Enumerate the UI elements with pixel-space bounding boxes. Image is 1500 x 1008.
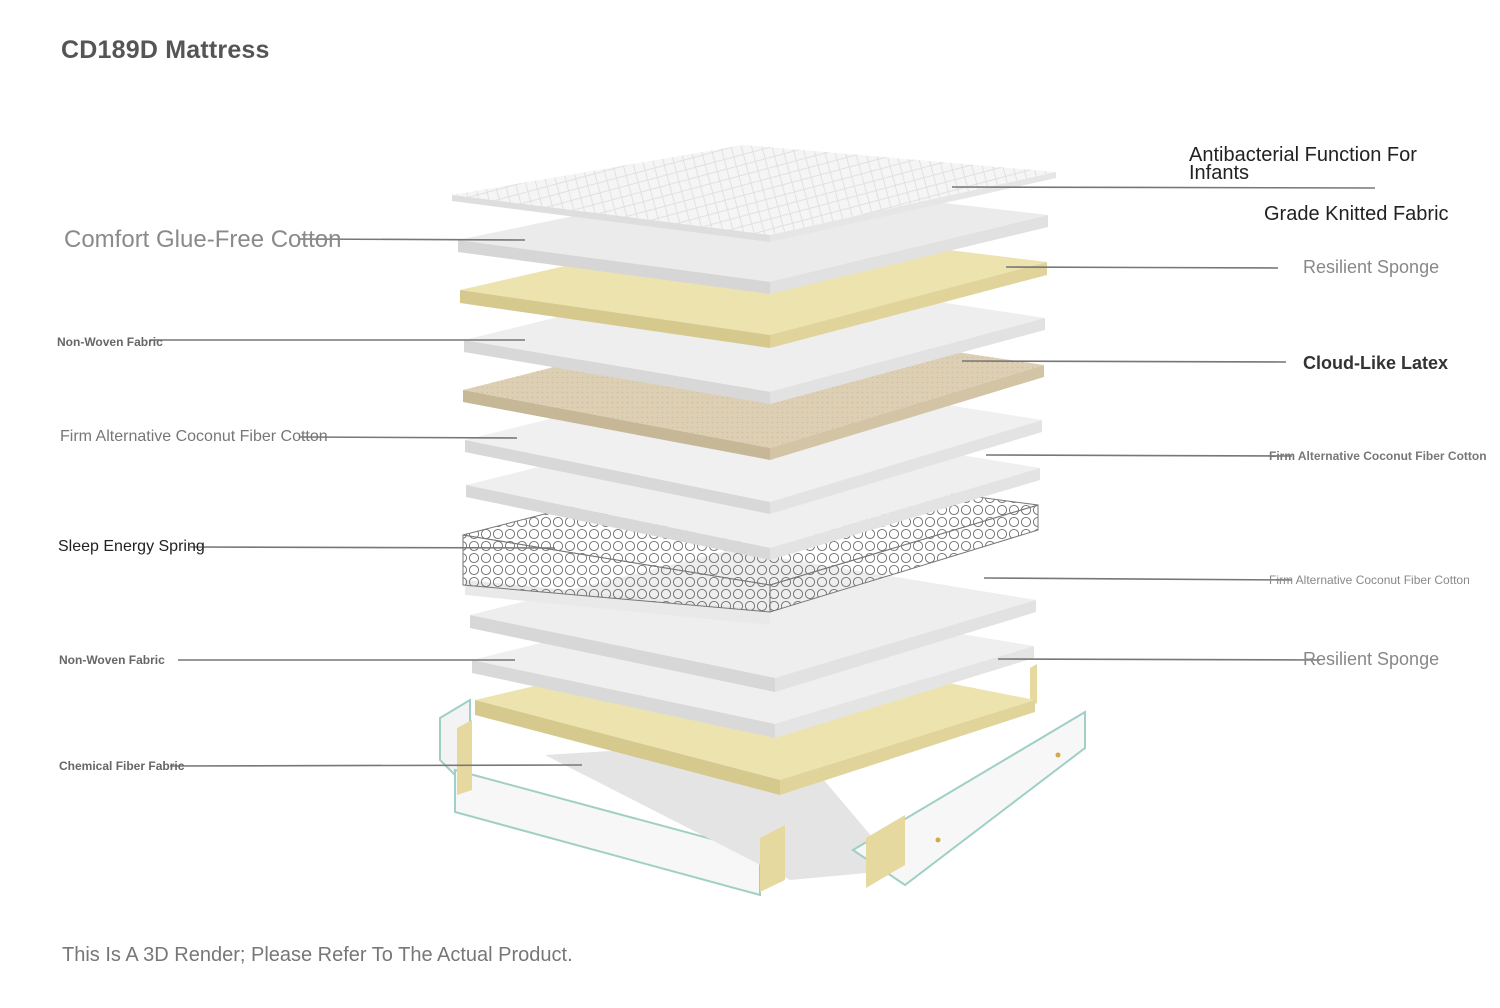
layer-bottom-sponge-side [475, 700, 780, 795]
frame-rivet [935, 837, 941, 843]
label-firm-coconut-fiber-right-upper: Firm Alternative Coconut Fiber Cotton [1269, 449, 1487, 463]
layer-comfort-cotton-side [770, 215, 1048, 294]
leader-line [169, 764, 583, 767]
leader-line [299, 436, 518, 439]
leader-line [1005, 266, 1279, 269]
layer-comfort-cotton-side [458, 240, 770, 294]
layer-spring-side [769, 504, 1039, 613]
layer-firm-coconut-side [770, 420, 1042, 514]
leader-line [985, 454, 1293, 457]
label-sleep-energy-spring: Sleep Energy Spring [58, 538, 205, 555]
layer-coconut-lower-side [470, 615, 775, 692]
layer-upper-sponge-side [460, 290, 770, 348]
leader-lines [150, 186, 1376, 767]
label-antibacterial-function: Antibacterial Function For Infants [1189, 144, 1417, 184]
layer-bottom-sponge-side [780, 700, 1035, 795]
label-chemical-fiber-fabric: Chemical Fiber Fabric [59, 759, 185, 773]
layer-knitted-fabric-quilt [452, 145, 1056, 235]
leader-line [951, 186, 1376, 189]
label-grade-knitted-fabric: Grade Knitted Fabric [1264, 203, 1449, 225]
layer-firm-coconut-side [465, 440, 770, 514]
leader-line [983, 577, 1293, 581]
leader-line [189, 546, 556, 549]
layer-latex-side [463, 390, 770, 460]
frame-left-foam-strip [457, 720, 472, 795]
layer-latex-side [770, 365, 1044, 460]
layer-upper-sponge-side [770, 262, 1047, 348]
layer-coconut-upper-side [770, 468, 1040, 560]
leader-line [299, 238, 526, 241]
frame-front-left-panel [454, 768, 761, 897]
layer-non-woven-upper-side [770, 318, 1045, 404]
leader-line [997, 658, 1321, 661]
label-resilient-sponge-lower: Resilient Sponge [1303, 649, 1440, 669]
frame-front-foam-strip [760, 825, 785, 892]
label-cloud-like-latex: Cloud-Like Latex [1303, 353, 1449, 373]
layers [452, 145, 1056, 795]
layer-non-woven-upper-side [464, 340, 770, 404]
label-non-woven-fabric-upper: Non-Woven Fabric [57, 335, 163, 349]
layer-non-woven-lower-side [775, 646, 1034, 738]
layer-knitted-fabric-side [770, 172, 1056, 242]
label-firm-coconut-fiber-right-lower: Firm Alternative Coconut Fiber Cotton [1269, 573, 1470, 587]
label-firm-coconut-fiber-left: Firm Alternative Coconut Fiber Cotton [60, 428, 328, 445]
frame-right-foam-strip [866, 815, 905, 888]
label-resilient-sponge-upper: Resilient Sponge [1303, 257, 1440, 277]
layer-knitted-fabric-side [452, 195, 770, 242]
label-comfort-glue-free-cotton: Comfort Glue-Free Cotton [64, 226, 342, 253]
frame-rivet [1055, 752, 1061, 758]
layer-non-woven-lower-side [472, 660, 775, 738]
leader-line [961, 360, 1287, 363]
render-disclaimer: This Is A 3D Render; Please Refer To The… [62, 944, 573, 966]
page-title: CD189D Mattress [61, 36, 270, 64]
layer-coconut-upper-side [466, 485, 770, 560]
label-non-woven-fabric-lower: Non-Woven Fabric [59, 653, 165, 667]
frame-back-foam-strip [1030, 664, 1037, 706]
layer-coconut-lower-side [775, 600, 1036, 692]
